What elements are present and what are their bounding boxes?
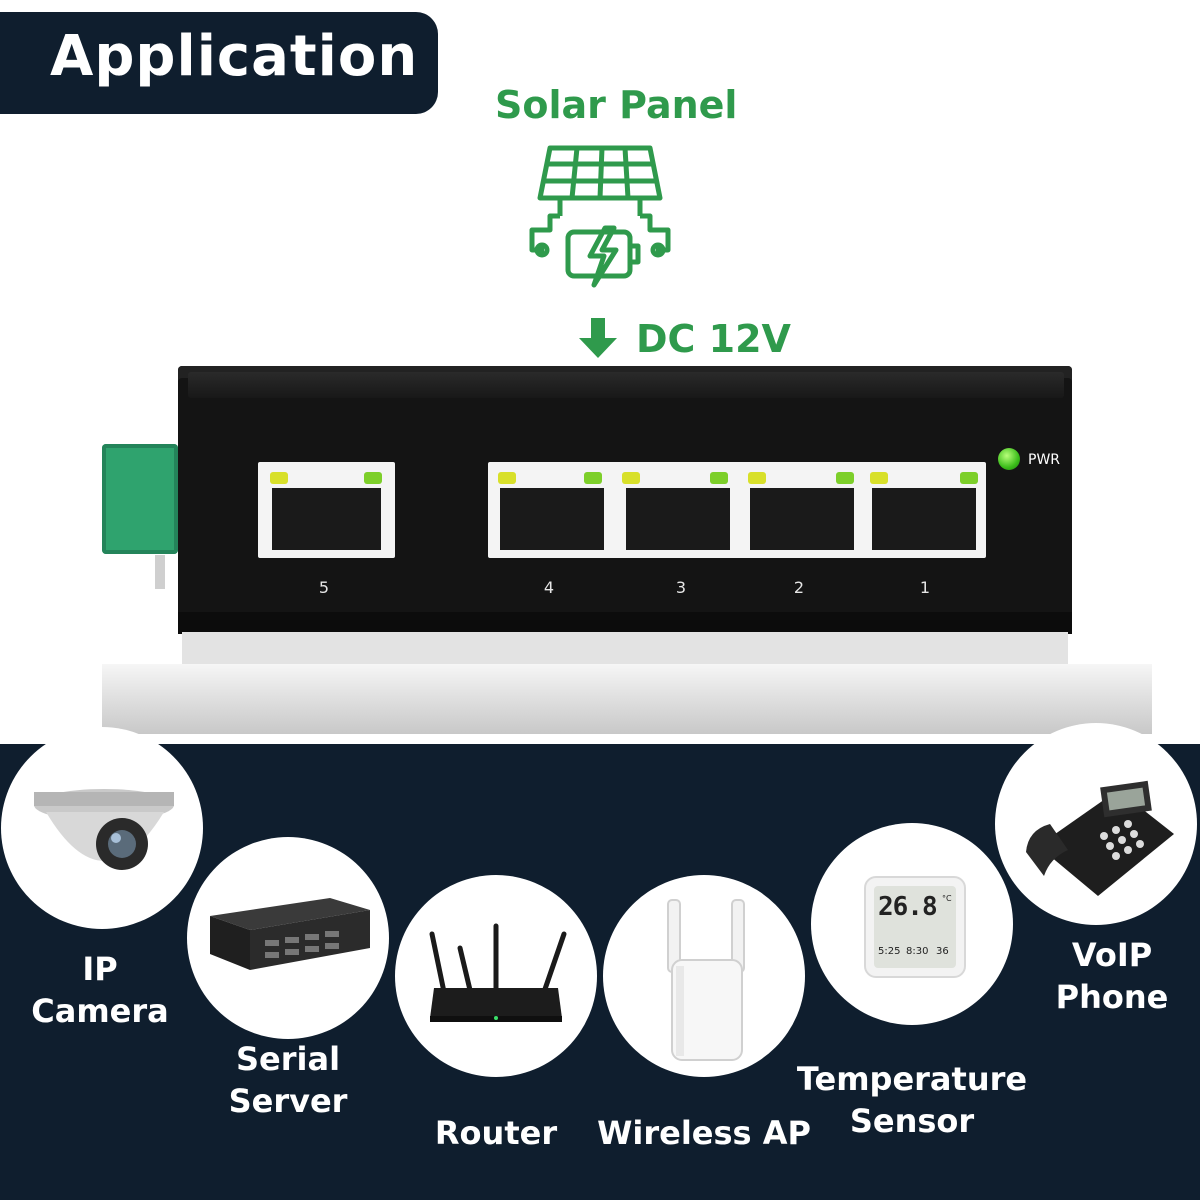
router-circle [398,878,594,1074]
din-rail-clip [155,555,165,589]
ethernet-port-5 [258,462,395,558]
sensor-date: 5:25 [878,946,901,957]
device-label: Wireless AP [597,1114,811,1152]
pwr-label: PWR [1028,452,1061,468]
switch-top-edge [188,372,1064,398]
port-number-label: 3 [675,578,687,597]
ethernet-port-4 [488,462,612,558]
ethernet-port-3 [614,462,738,558]
switch-bottom-edge [178,612,1072,634]
dc-voltage-label: DC 12V [636,317,791,361]
device-label-line1: Serial [235,1040,341,1078]
sensor-humidity: 36 [936,946,949,957]
device-label-line2: Server [228,1082,348,1120]
sensor-temperature: 26.8 [878,892,938,922]
ip-camera-circle [4,730,200,926]
sensor-time: 8:30 [906,946,929,957]
power-terminal-connector [102,444,178,554]
ip-camera-icon [34,789,174,870]
wireless-ap-circle [606,878,802,1074]
page-title: Application [50,24,419,89]
port-number-label: 1 [919,578,931,597]
temperature-sensor-circle: 26.8 °C 5:25 8:30 36 [814,826,1010,1022]
port-number-label: 5 [318,578,330,597]
device-label-line2: Sensor [849,1102,975,1140]
ethernet-port-1 [864,462,986,558]
port-number-label: 4 [543,578,555,597]
port-number-label: 2 [793,578,805,597]
power-led-icon [998,448,1020,470]
ethernet-port-2 [740,462,864,558]
router-icon [429,923,567,1022]
voip-phone-circle [998,726,1194,922]
device-label: Router [434,1114,558,1152]
display-platform [102,664,1152,734]
serial-server-circle [190,840,386,1036]
device-label-line1: VoIP [1071,936,1153,974]
device-label-line1: Temperature [796,1060,1028,1098]
sensor-unit: °C [942,894,952,903]
header-badge [0,12,438,114]
device-label-line1: IP [82,950,118,988]
serial-server-icon [210,898,370,970]
solar-panel-label: Solar Panel [495,83,738,127]
down-arrow-icon [579,318,617,358]
wireless-ap-icon [667,899,745,1061]
device-label-line2: Camera [31,992,169,1030]
solar-panel-icon [529,145,671,288]
ethernet-port-group [488,462,986,558]
phone-icon [1026,780,1174,896]
thermometer-icon: 26.8 °C 5:25 8:30 36 [864,876,966,978]
device-label-line2: Phone [1055,978,1169,1016]
